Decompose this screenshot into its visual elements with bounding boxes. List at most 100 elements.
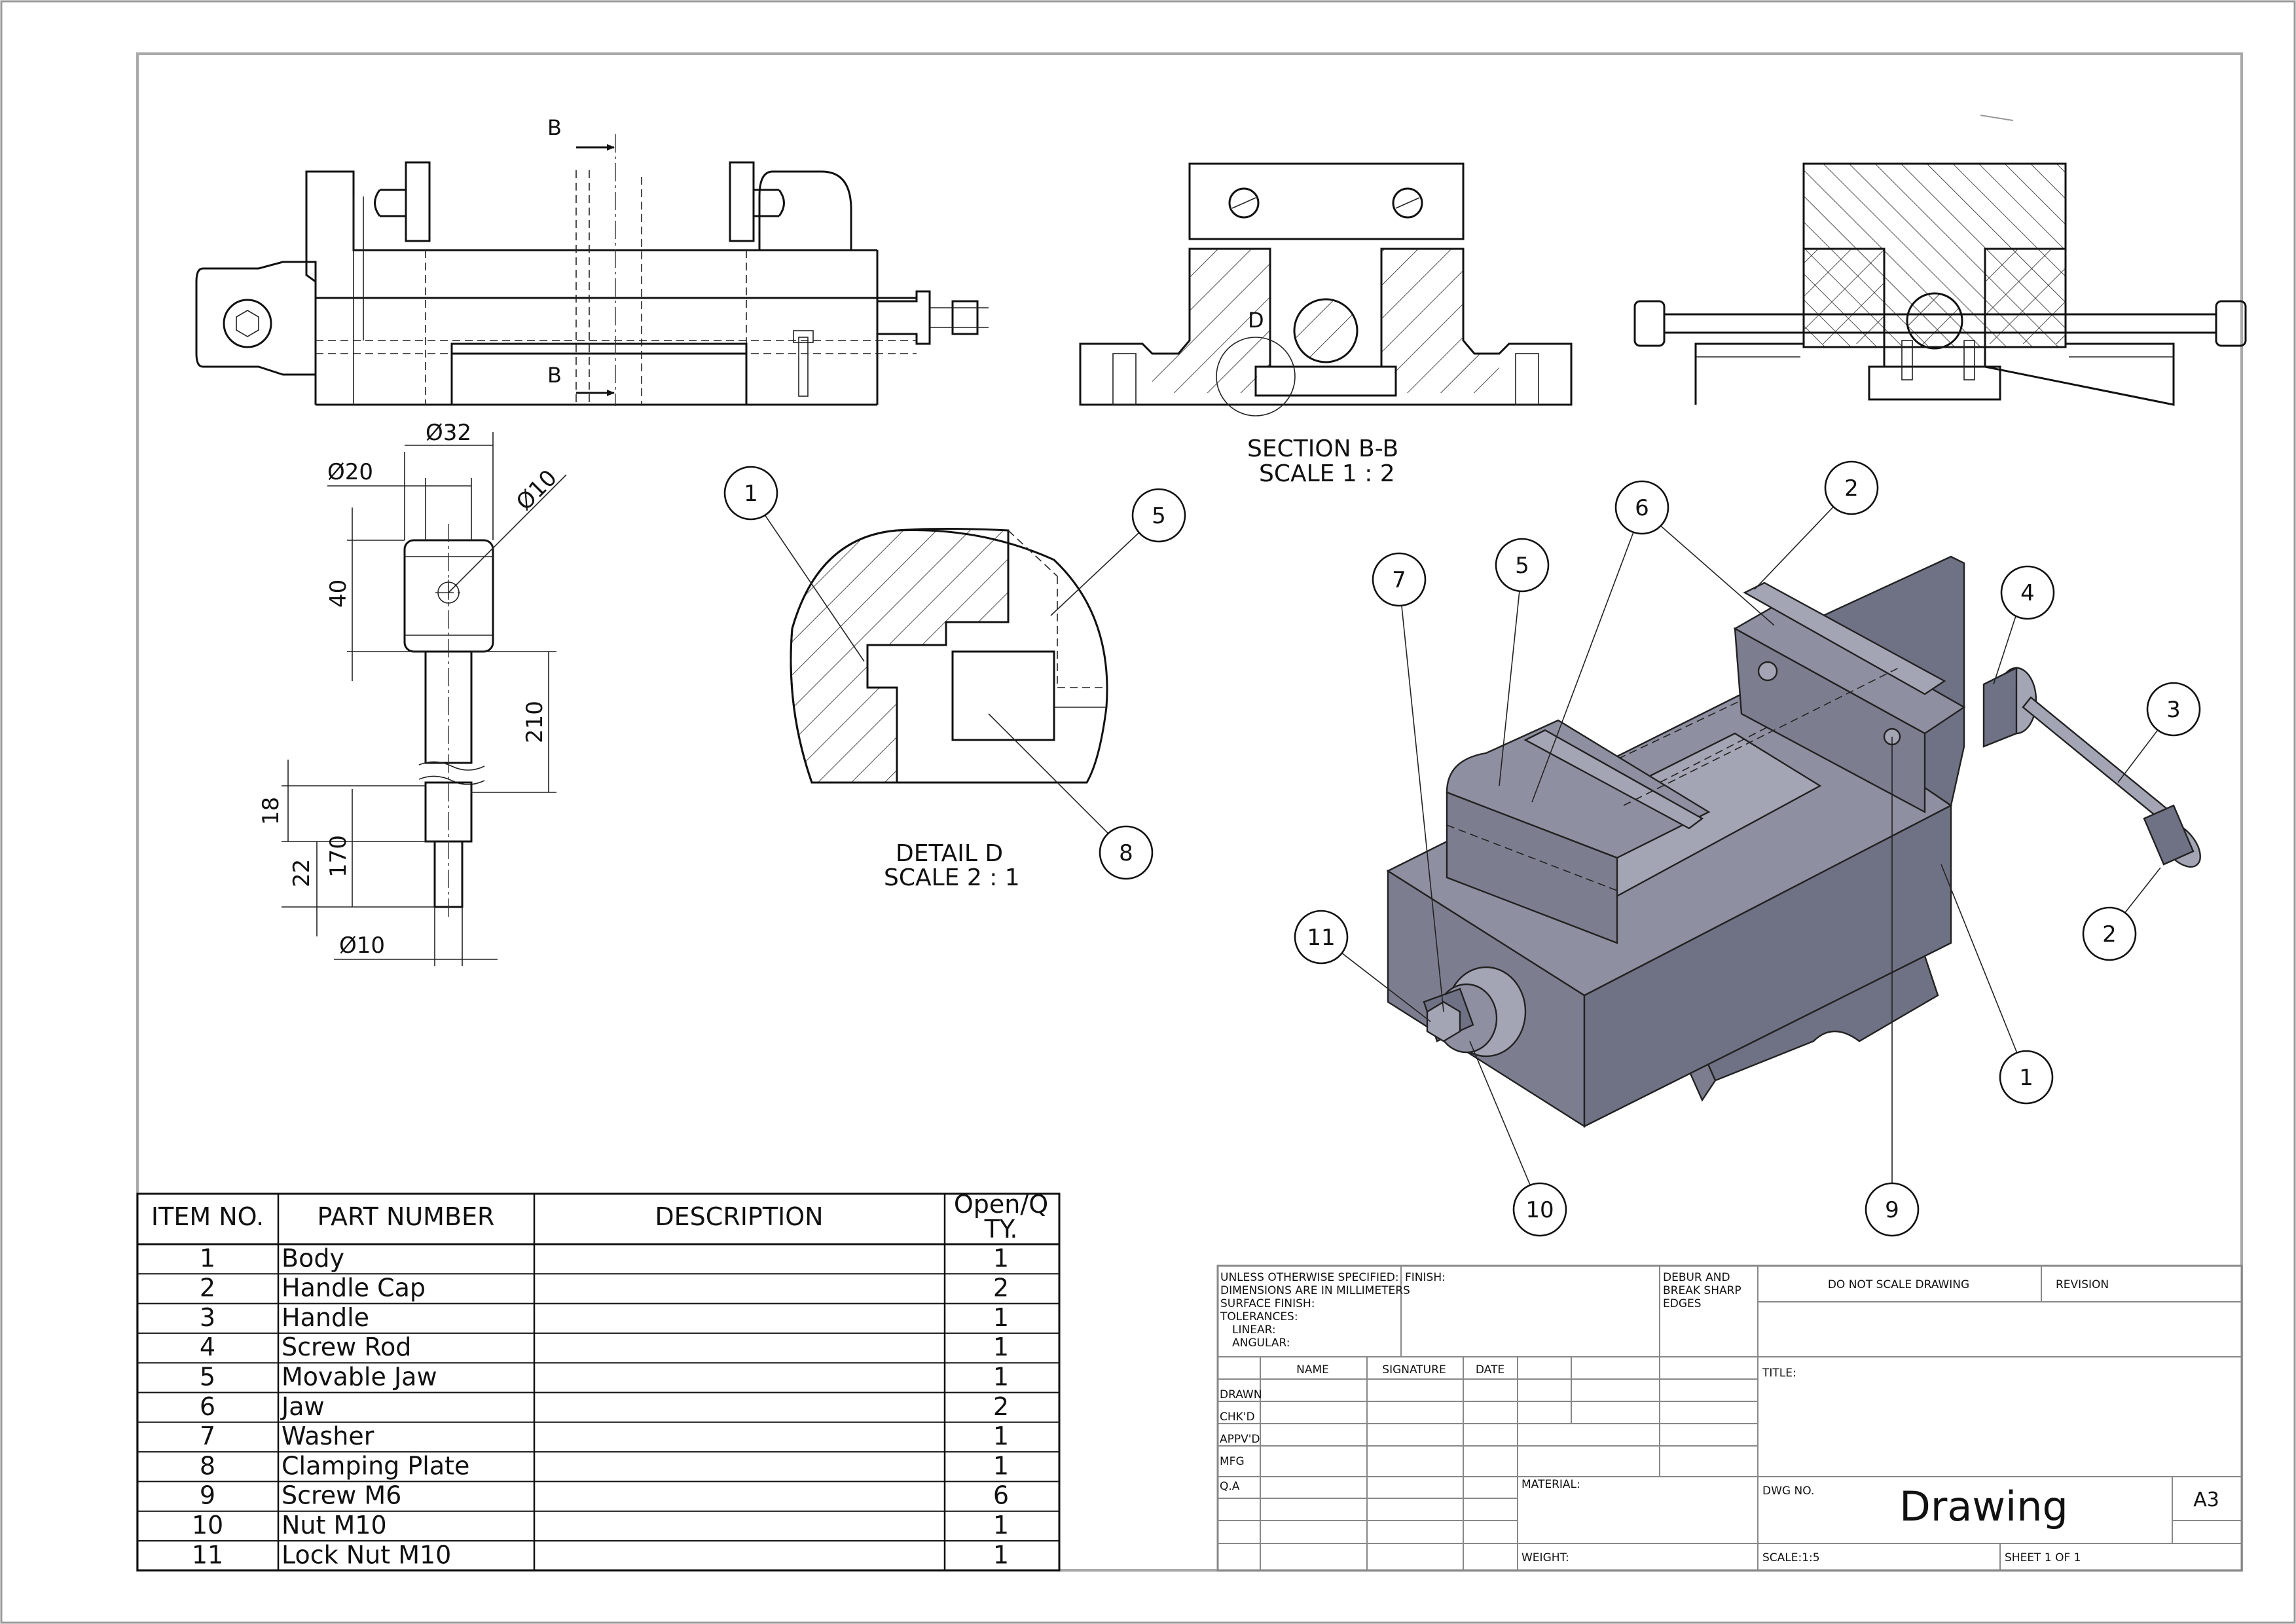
bom-quantity: 1 xyxy=(993,1540,1009,1569)
bom-item-no: 10 xyxy=(192,1511,223,1540)
bom-row: 8 Clamping Plate 1 xyxy=(200,1451,1009,1480)
balloon-iso-1: 1 xyxy=(1999,1050,2054,1105)
svg-text:11: 11 xyxy=(1307,925,1335,951)
front-view: B B xyxy=(195,115,989,406)
balloon-iso-3: 3 xyxy=(2146,682,2201,737)
bom-row: 6 Jaw 2 xyxy=(200,1392,1009,1421)
svg-text:1: 1 xyxy=(744,481,758,507)
corner-mark xyxy=(1980,115,2014,121)
balloon-iso-2-top: 2 xyxy=(1824,460,1879,515)
tb-col-name: NAME xyxy=(1296,1363,1329,1376)
svg-text:5: 5 xyxy=(1152,503,1166,529)
bom-header-item: ITEM NO. xyxy=(151,1202,264,1231)
tb-note-3: TOLERANCES: xyxy=(1220,1310,1298,1323)
svg-text:6: 6 xyxy=(1635,495,1649,521)
bom-item-no: 1 xyxy=(200,1244,215,1272)
tb-do-not-scale: DO NOT SCALE DRAWING xyxy=(1828,1278,1969,1291)
balloon-iso-7: 7 xyxy=(1372,552,1427,607)
bom-item-no: 9 xyxy=(200,1481,215,1510)
tb-sheet: SHEET 1 OF 1 xyxy=(2005,1551,2081,1564)
tb-size: A3 xyxy=(2193,1488,2219,1511)
bom-quantity: 6 xyxy=(993,1481,1009,1510)
dim-h18: 18 xyxy=(258,797,284,825)
dim-h210: 210 xyxy=(522,701,548,743)
tb-row-chkd: CHK'D xyxy=(1220,1411,1255,1424)
bom-row: 10 Nut M10 1 xyxy=(192,1511,1009,1540)
balloon-detail-1: 1 xyxy=(723,466,778,521)
balloon-iso-4: 4 xyxy=(2000,565,2055,620)
bom-item-no: 8 xyxy=(200,1451,215,1480)
balloon-iso-11: 11 xyxy=(1294,910,1349,965)
tb-col-date: DATE xyxy=(1476,1363,1504,1376)
drawing-border xyxy=(136,52,2243,1572)
cut-label-bottom: B xyxy=(547,363,562,388)
bom-item-no: 7 xyxy=(200,1422,215,1450)
dim-h40: 40 xyxy=(325,580,352,608)
bom-part-number: Movable Jaw xyxy=(282,1363,437,1392)
balloon-iso-10: 10 xyxy=(1512,1182,1567,1237)
svg-text:1: 1 xyxy=(2019,1065,2033,1091)
svg-text:2: 2 xyxy=(1844,475,1859,502)
bom-part-number: Screw Rod xyxy=(282,1333,411,1361)
bom-part-number: Washer xyxy=(282,1422,374,1450)
side-view xyxy=(1633,162,2247,406)
bom-item-no: 6 xyxy=(200,1392,215,1421)
bom-table: ITEM NO. PART NUMBER DESCRIPTION Open/Q … xyxy=(136,1190,1061,1572)
tb-deburr-2: EDGES xyxy=(1663,1297,1702,1310)
bom-part-number: Lock Nut M10 xyxy=(282,1540,451,1569)
svg-text:2: 2 xyxy=(2102,921,2117,948)
svg-text:5: 5 xyxy=(1515,553,1529,579)
tb-weight: WEIGHT: xyxy=(1522,1551,1569,1564)
balloon-detail-5: 5 xyxy=(1131,488,1186,543)
bom-part-number: Handle Cap xyxy=(282,1274,426,1302)
dim-h22: 22 xyxy=(289,859,315,887)
bom-quantity: 1 xyxy=(993,1511,1009,1540)
tb-row-appvd: APPV'D xyxy=(1220,1433,1260,1446)
bom-quantity: 2 xyxy=(993,1274,1009,1302)
section-label: SECTION B-B xyxy=(1247,435,1398,462)
svg-text:10: 10 xyxy=(1525,1197,1554,1223)
dim-d10-bottom: Ø10 xyxy=(339,932,385,959)
bom-row: 3 Handle 1 xyxy=(200,1303,1009,1332)
tb-col-signature: SIGNATURE xyxy=(1382,1363,1446,1376)
bom-item-no: 4 xyxy=(200,1333,215,1361)
dim-h170: 170 xyxy=(325,835,352,877)
bom-quantity: 1 xyxy=(993,1422,1009,1450)
bom-part-number: Clamping Plate xyxy=(282,1451,469,1480)
bom-item-no: 3 xyxy=(200,1303,215,1332)
bom-quantity: 2 xyxy=(993,1392,1009,1421)
bom-part-number: Nut M10 xyxy=(282,1511,387,1540)
bom-row: 7 Washer 1 xyxy=(200,1422,1009,1450)
dim-d20: Ø20 xyxy=(327,459,373,485)
balloon-iso-5: 5 xyxy=(1495,538,1550,593)
detail-label: DETAIL D xyxy=(896,840,1003,867)
bom-part-number: Handle xyxy=(282,1303,369,1332)
tb-note-0: UNLESS OTHERWISE SPECIFIED: xyxy=(1220,1271,1399,1284)
balloon-iso-6: 6 xyxy=(1614,480,1669,535)
svg-text:3: 3 xyxy=(2166,697,2181,723)
dim-d10-top: Ø10 xyxy=(511,465,562,516)
bom-row: 4 Screw Rod 1 xyxy=(200,1333,1009,1361)
tb-row-mfg: MFG xyxy=(1220,1455,1245,1468)
bom-header-qty-2: TY. xyxy=(984,1215,1018,1244)
section-view: D SECTION B-B SCALE 1 : 2 xyxy=(1079,162,1573,487)
tb-dwg-no: DWG NO. xyxy=(1762,1485,1814,1498)
bom-quantity: 1 xyxy=(993,1451,1009,1480)
bom-header-part: PART NUMBER xyxy=(318,1202,495,1231)
balloon-iso-2-right: 2 xyxy=(2082,906,2137,961)
bom-part-number: Jaw xyxy=(280,1392,325,1421)
bom-quantity: 1 xyxy=(993,1303,1009,1332)
tb-deburr-1: BREAK SHARP xyxy=(1663,1284,1741,1297)
bom-quantity: 1 xyxy=(993,1244,1009,1272)
bom-header-desc: DESCRIPTION xyxy=(655,1202,823,1231)
bom-row: 9 Screw M6 6 xyxy=(200,1481,1009,1510)
svg-text:9: 9 xyxy=(1885,1197,1899,1223)
bom-quantity: 1 xyxy=(993,1333,1009,1361)
bom-part-number: Screw M6 xyxy=(282,1481,401,1510)
svg-text:8: 8 xyxy=(1119,840,1133,866)
